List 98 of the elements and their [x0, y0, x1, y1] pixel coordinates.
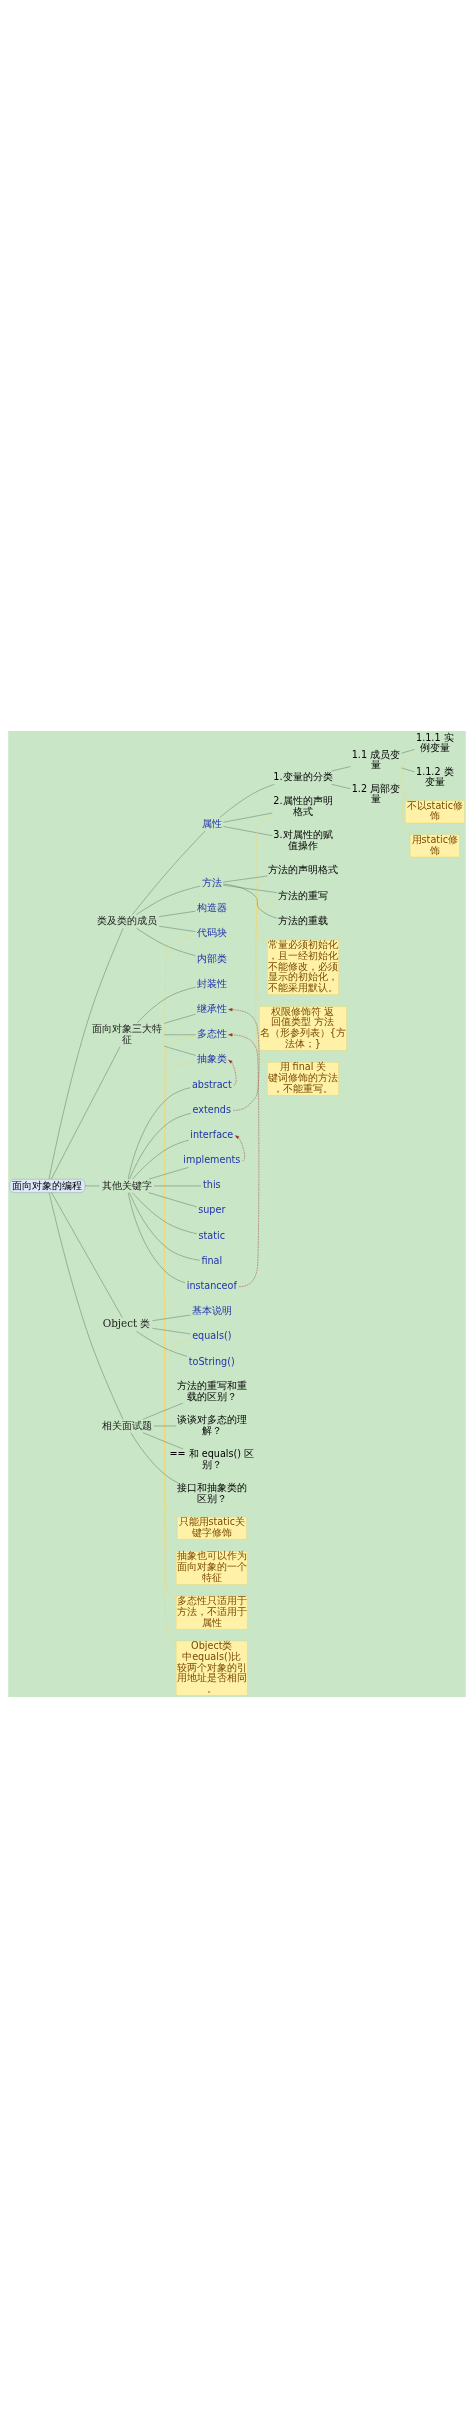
node-text: 1.1 成员变量: [351, 748, 401, 770]
connector: [164, 1013, 196, 1024]
node-text: extends: [192, 1103, 231, 1115]
node-text: 1.1.2 类变量: [416, 765, 454, 787]
connector: [142, 1402, 184, 1420]
connector: [136, 885, 201, 915]
connector: [129, 1191, 200, 1261]
node-text: static: [198, 1229, 226, 1241]
connector: [223, 825, 273, 836]
node-box-text: 常量必须初始化，且一经初始化不能修改，必须显示的初始化，不能采用默认。: [267, 939, 339, 995]
node-text: 相关面试题: [101, 1418, 152, 1431]
node-text: 接口和抽象类的区别？: [176, 1481, 247, 1504]
node-text: == 和 equals() 区别？: [169, 1447, 255, 1470]
node-text: 方法的声明格式: [267, 863, 338, 875]
node-text: 代码块: [196, 926, 227, 938]
connector: [158, 925, 196, 932]
connector: [127, 1192, 186, 1283]
node-text: 方法的重载: [277, 914, 328, 926]
node-text: 其他关键字: [101, 1177, 152, 1190]
node-text: 方法的重写: [277, 889, 328, 901]
node-text: 构造器: [196, 901, 227, 913]
connector: [127, 1086, 191, 1179]
node-text: super: [198, 1203, 226, 1215]
node-box-text: 权限修饰符 返回值类型 方法名（形参列表）{方法体；}: [259, 1005, 347, 1051]
node-text: 抽象类: [196, 1052, 227, 1064]
connector: [130, 1432, 179, 1483]
connector: [137, 986, 196, 1023]
arrow: [228, 1032, 260, 1287]
connector: [331, 765, 351, 771]
node-text: 2.属性的声明格式: [273, 794, 333, 817]
connector: [401, 751, 415, 801]
connector: [48, 927, 124, 1179]
connector: [136, 1330, 188, 1357]
connector: [49, 1191, 124, 1420]
connector: [164, 934, 196, 1518]
node-text: 基本说明: [191, 1304, 232, 1316]
arrow: [234, 1134, 245, 1161]
connector: [402, 786, 415, 835]
node-text: 方法: [201, 876, 222, 888]
connector: [50, 1045, 121, 1179]
node-text: 1.2 局部变量: [351, 782, 401, 804]
connector: [223, 812, 273, 822]
connector: [164, 1034, 196, 1035]
node-text: 内部类: [196, 952, 227, 964]
node-text: 封装性: [196, 977, 227, 989]
node-text: 3.对属性的赋值操作: [273, 828, 333, 851]
node-box: Object类中equals()比较两个对象的引用地址是否相同。: [176, 1640, 248, 1696]
connector: [223, 875, 268, 882]
node-box-text: 抽象也可以作为面向对象的一个特征: [176, 1550, 248, 1585]
node-text: final: [201, 1254, 223, 1266]
node-text: 方法的重写和重载的区别？: [176, 1379, 247, 1402]
node-box-text: 用 final 关键词修饰的方法，不能重写。: [267, 1061, 339, 1096]
node-text: abstract: [191, 1078, 232, 1089]
connector: [158, 910, 196, 917]
node-text: 1.1.1 实例变量: [416, 731, 454, 753]
connector: [164, 1338, 191, 1648]
connector: [152, 1314, 191, 1321]
node-text: 谈谈对多态的理解？: [176, 1413, 247, 1436]
connector: [331, 783, 351, 789]
arrow: [228, 1007, 260, 1111]
node-text: this: [203, 1178, 221, 1190]
connector: [152, 1327, 191, 1334]
node-text: 多态性: [196, 1027, 227, 1039]
node-text: equals(): [192, 1329, 232, 1341]
connector: [223, 884, 278, 893]
arrow: [228, 1059, 237, 1085]
node-text: interface: [190, 1128, 234, 1140]
connector: [222, 883, 278, 918]
connector: [401, 748, 415, 753]
node-box: 只能用static关键字修饰: [177, 1516, 247, 1540]
connector: [164, 1045, 196, 1056]
connector: [136, 927, 196, 956]
node-text: implements: [183, 1153, 241, 1165]
node-box: 面向对象的编程: [9, 1178, 86, 1193]
connector: [129, 1112, 192, 1179]
connector: [255, 877, 269, 1007]
connector: [148, 1191, 197, 1207]
node-text: instanceof: [186, 1279, 237, 1291]
node-text: toString(): [188, 1355, 235, 1367]
node-box: 不以static修饰: [405, 799, 465, 823]
node-box-text: 多态性只适用于方法，不适用于属性: [176, 1595, 248, 1629]
connector: [132, 1191, 197, 1234]
connector: [255, 898, 278, 1066]
node-text: 1.变量的分类: [273, 770, 333, 782]
node-text: 属性: [201, 817, 222, 829]
connector: [219, 783, 275, 818]
connector: [142, 1432, 184, 1449]
node-box: 用static修饰: [410, 834, 460, 857]
connector: [255, 814, 273, 947]
connector: [401, 767, 415, 772]
connector: [132, 1139, 190, 1179]
node-text: 类及类的成员: [96, 913, 157, 926]
node-text: 继承性: [196, 1002, 227, 1014]
node-text: Object 类: [102, 1316, 151, 1329]
node-text: 面向对象三大特征: [91, 1021, 162, 1045]
connector: [132, 830, 206, 915]
connector: [51, 1191, 123, 1318]
connector: [148, 1166, 189, 1179]
